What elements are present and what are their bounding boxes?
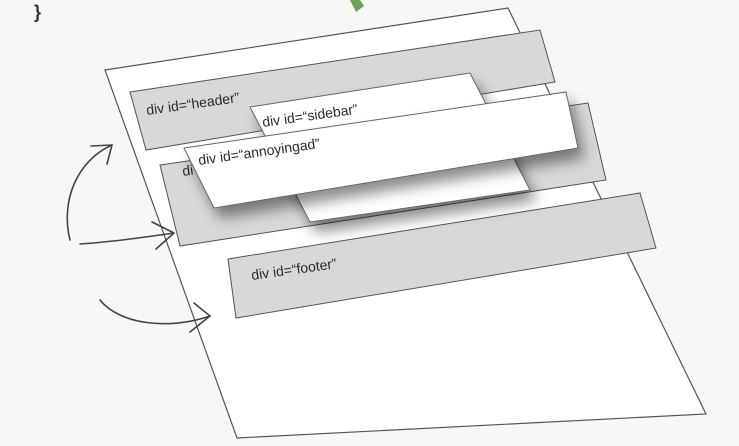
curved-arrow-icon — [80, 222, 174, 249]
green-pointer-icon — [350, 0, 364, 12]
curved-arrow-icon — [67, 145, 112, 240]
